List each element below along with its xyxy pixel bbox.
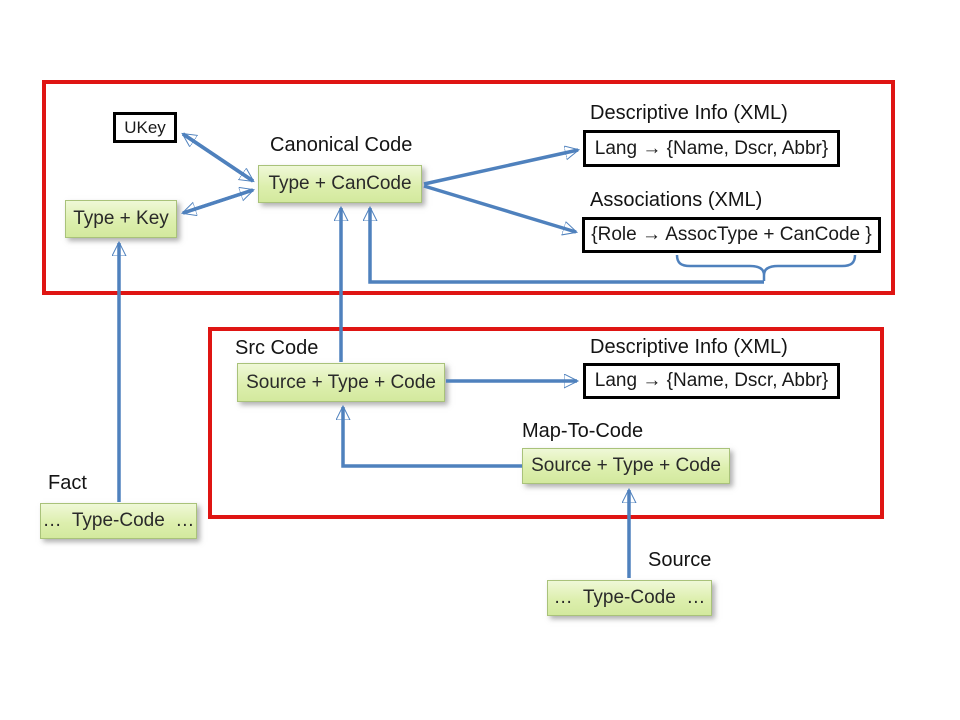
associations-title: Associations (XML) [590, 189, 763, 211]
descriptive-info-box-source: Lang → {Name, Dscr, Abbr} [583, 363, 840, 399]
type-key-box: Type + Key [65, 200, 177, 238]
src-code-title: Src Code [235, 337, 319, 359]
canonical-code-title: Canonical Code [270, 134, 413, 156]
descriptive-info-box-canonical: Lang → {Name, Dscr, Abbr} [583, 130, 840, 167]
canonical-section-frame [42, 80, 895, 295]
ukey-box: UKey [113, 112, 177, 143]
source-title: Source [648, 549, 712, 571]
associations-box: {Role → AssocType + CanCode } [582, 217, 881, 253]
fact-title: Fact [48, 472, 87, 494]
src-code-box: Source + Type + Code [237, 363, 445, 402]
type-cancode-box: Type + CanCode [258, 165, 422, 203]
map-to-code-title: Map-To-Code [522, 420, 644, 442]
source-code-section-frame [208, 327, 884, 519]
source-box: … Type-Code … [547, 580, 712, 616]
descriptive-info-title-source: Descriptive Info (XML) [590, 336, 788, 358]
map-to-code-box: Source + Type + Code [522, 448, 730, 484]
descriptive-info-title-canonical: Descriptive Info (XML) [590, 102, 788, 124]
fact-box: … Type-Code … [40, 503, 197, 539]
